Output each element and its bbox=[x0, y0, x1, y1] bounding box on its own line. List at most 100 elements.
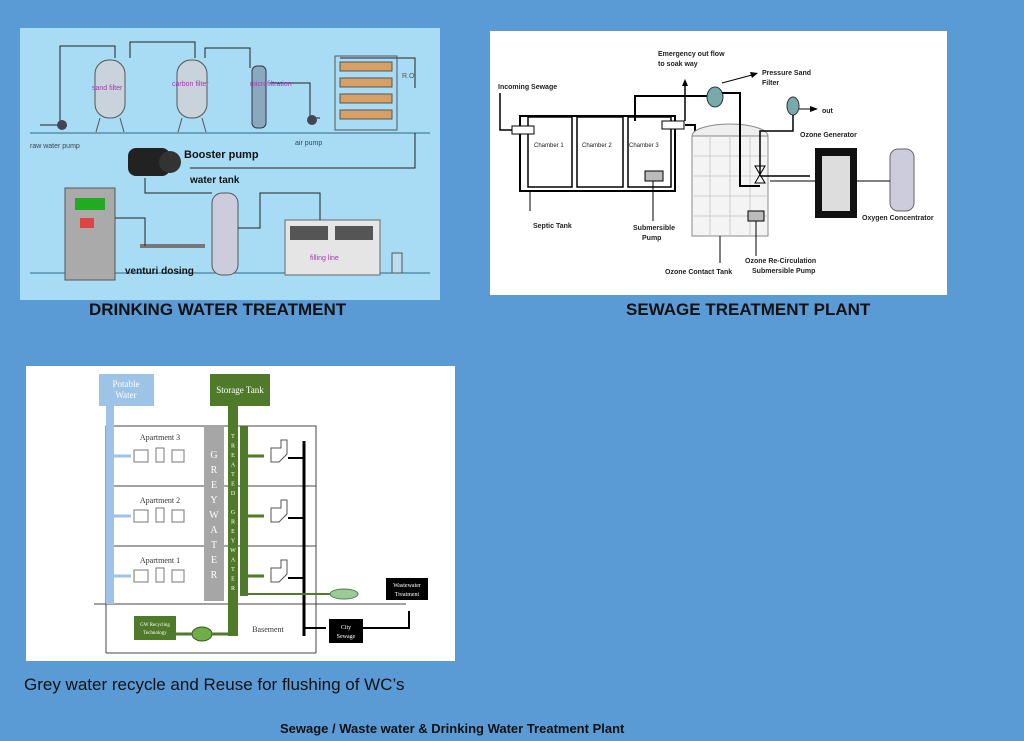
carbon-filter-label: carbon filter bbox=[172, 81, 209, 88]
septic-tank-label: Septic Tank bbox=[533, 223, 572, 230]
water-tank bbox=[211, 192, 239, 276]
chamber3-label: Chamber 3 bbox=[629, 143, 659, 149]
wastewater-label-1: Wastewater bbox=[393, 583, 421, 589]
grey-water-letter: Y bbox=[210, 495, 217, 506]
microfiltration-label: microfiltration bbox=[250, 81, 292, 88]
treated-grey-water-letter: A bbox=[231, 463, 236, 469]
raw-water-pump-label: raw water pump bbox=[30, 143, 80, 150]
chamber1-label: Chamber 1 bbox=[534, 143, 564, 149]
wastewater-treatment-box bbox=[386, 578, 428, 600]
grey-water-diagram: Potable Water Storage Tank Apartment 3 A… bbox=[26, 366, 455, 661]
treated-grey-water-letter: E bbox=[231, 577, 235, 583]
second-filter bbox=[786, 96, 800, 116]
basement-label: Basement bbox=[252, 625, 284, 634]
incoming-sewage-label: Incoming Sewage bbox=[498, 84, 557, 91]
filling-line-label: filling line bbox=[310, 255, 339, 262]
grey-water-letter: G bbox=[210, 450, 217, 461]
treated-grey-water-letter: A bbox=[231, 558, 236, 564]
drinking-water-diagram: sand filter carbon filter microfiltratio… bbox=[20, 28, 440, 300]
oxygen-concentrator bbox=[889, 148, 915, 212]
venturi-dosing bbox=[115, 217, 205, 248]
water-tank-label: water tank bbox=[189, 175, 240, 186]
pressure-sand-filter bbox=[706, 86, 724, 108]
treated-grey-water-column bbox=[228, 406, 238, 636]
recirc-label-2: Submersible Pump bbox=[752, 268, 815, 275]
emergency-label-2: to soak way bbox=[658, 61, 698, 68]
ro-unit bbox=[334, 55, 398, 131]
grey-water-letter: T bbox=[211, 540, 217, 551]
venturi-dosing-label: venturi dosing bbox=[125, 266, 194, 277]
drinking-water-caption: DRINKING WATER TREATMENT bbox=[89, 300, 347, 319]
gw-recycling-label-2: Technology bbox=[143, 631, 167, 636]
treated-grey-water-letter: T bbox=[231, 567, 235, 573]
chamber2-label: Chamber 2 bbox=[582, 143, 612, 149]
storage-tank-label: Storage Tank bbox=[216, 385, 264, 395]
treated-grey-water-letter: R bbox=[231, 586, 235, 592]
sand-filter-tank bbox=[94, 59, 126, 133]
sewage-plant-diagram: Incoming Sewage Emergency out flow to so… bbox=[490, 31, 947, 295]
treated-grey-water-letter: E bbox=[231, 529, 235, 535]
treated-grey-water-letter: E bbox=[231, 453, 235, 459]
sewage-plant-caption: SEWAGE TREATMENT PLANT bbox=[626, 300, 871, 319]
submersible-label-1: Submersible bbox=[633, 225, 675, 232]
gw-recycling-box bbox=[134, 616, 176, 640]
treated-grey-water-letter: R bbox=[231, 520, 235, 526]
treated-grey-water-letter: G bbox=[231, 510, 236, 516]
grey-water-letter: R bbox=[211, 465, 218, 476]
air-pump-label: air pump bbox=[295, 140, 322, 147]
drinking-water-panel: sand filter carbon filter microfiltratio… bbox=[20, 28, 440, 300]
ozone-contact-tank-label: Ozone Contact Tank bbox=[665, 269, 732, 276]
grey-water-panel: Potable Water Storage Tank Apartment 3 A… bbox=[26, 366, 455, 661]
storage-tank-box bbox=[210, 374, 270, 406]
city-sewage-label-2: Sewage bbox=[337, 634, 356, 640]
apartment1-label: Apartment 1 bbox=[140, 556, 180, 565]
recirc-label-1: Ozone Re-Circulation bbox=[745, 258, 816, 265]
grey-water-caption: Grey water recycle and Reuse for flushin… bbox=[24, 675, 405, 694]
carbon-filter-tank bbox=[176, 59, 208, 133]
ozone-generator-label: Ozone Generator bbox=[800, 132, 857, 139]
apartment2-label: Apartment 2 bbox=[140, 496, 180, 505]
potable-water-label-2: Water bbox=[115, 390, 136, 400]
potable-water-label-1: Potable bbox=[113, 379, 140, 389]
sand-filter-label: sand filter bbox=[92, 85, 123, 92]
pressure-sand-label-1: Pressure Sand bbox=[762, 70, 811, 77]
city-sewage-label-1: City bbox=[341, 625, 351, 631]
gw-recycling-label-1: GW Recycling bbox=[140, 623, 170, 628]
wastewater-label-2: Treatment bbox=[395, 592, 420, 598]
submersible-label-2: Pump bbox=[642, 235, 661, 242]
apartment3-label: Apartment 3 bbox=[140, 433, 180, 442]
ozone-generator-cabinet bbox=[64, 187, 116, 281]
treated-grey-water-letter: T bbox=[231, 434, 235, 440]
treated-grey-water-letter: R bbox=[231, 444, 235, 450]
grey-water-letter: R bbox=[211, 570, 218, 581]
grey-water-column bbox=[204, 426, 224, 601]
grey-water-letter: W bbox=[209, 510, 219, 521]
treated-grey-water-letter: T bbox=[231, 472, 235, 478]
treated-grey-water-letter: W bbox=[230, 548, 236, 554]
emergency-label-1: Emergency out flow bbox=[658, 51, 725, 58]
raw-water-pump bbox=[57, 120, 67, 130]
grey-water-letter: E bbox=[211, 555, 217, 566]
valve bbox=[754, 165, 766, 184]
potable-water-box bbox=[99, 374, 154, 406]
city-sewage-box bbox=[329, 619, 363, 643]
microfiltration-unit bbox=[251, 65, 267, 129]
grey-water-letter: E bbox=[211, 480, 217, 491]
ro-label: R.O bbox=[402, 73, 415, 80]
booster-pump bbox=[128, 148, 181, 176]
booster-pump-label: Booster pump bbox=[184, 149, 259, 161]
treated-grey-water-letter: E bbox=[231, 482, 235, 488]
sewage-plant-panel: Incoming Sewage Emergency out flow to so… bbox=[490, 31, 947, 295]
footer-title: Sewage / Waste water & Drinking Water Tr… bbox=[280, 721, 625, 736]
oxygen-concentrator-label: Oxygen Concentrator bbox=[862, 215, 934, 222]
filling-line-machine bbox=[284, 219, 403, 276]
ozone-generator bbox=[815, 148, 857, 218]
out-label: out bbox=[822, 108, 834, 115]
treated-grey-water-letter: Y bbox=[231, 539, 236, 545]
air-pump bbox=[307, 115, 317, 125]
pressure-sand-label-2: Filter bbox=[762, 80, 779, 87]
treated-grey-water-letter: D bbox=[231, 491, 236, 497]
grey-water-letter: A bbox=[210, 525, 218, 536]
